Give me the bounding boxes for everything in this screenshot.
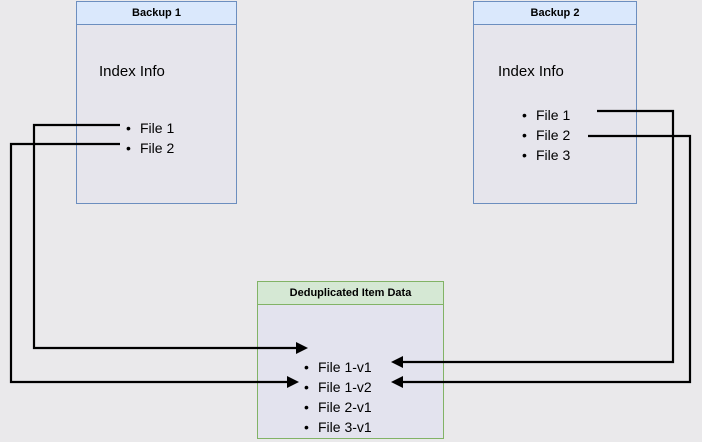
list-item[interactable]: File 1 [520,105,570,125]
list-item[interactable]: File 1 [124,118,174,138]
node-backup-1-file-list: File 1 File 2 [124,118,174,158]
node-backup-1-header: Backup 1 [77,2,236,25]
node-deduplicated-item-data-body: File 1-v1 File 1-v2 File 2-v1 File 3-v1 [258,305,443,438]
list-item[interactable]: File 2 [124,138,174,158]
node-backup-2-body: Index Info File 1 File 2 File 3 [474,25,636,203]
list-item[interactable]: File 2-v1 [302,397,372,417]
node-deduplicated-item-data[interactable]: Deduplicated Item Data File 1-v1 File 1-… [257,281,444,439]
node-backup-2-header: Backup 2 [474,2,636,25]
list-item[interactable]: File 1-v1 [302,357,372,377]
list-item[interactable]: File 2 [520,125,570,145]
list-item[interactable]: File 3-v1 [302,417,372,437]
node-backup-1[interactable]: Backup 1 Index Info File 1 File 2 [76,1,237,204]
list-item[interactable]: File 1-v2 [302,377,372,397]
node-backup-2[interactable]: Backup 2 Index Info File 1 File 2 File 3 [473,1,637,204]
node-backup-2-section-title: Index Info [498,63,564,80]
node-backup-2-file-list: File 1 File 2 File 3 [520,105,570,165]
node-deduplicated-item-data-file-list: File 1-v1 File 1-v2 File 2-v1 File 3-v1 [302,357,372,437]
node-deduplicated-item-data-header: Deduplicated Item Data [258,282,443,305]
node-backup-1-body: Index Info File 1 File 2 [77,25,236,203]
list-item[interactable]: File 3 [520,145,570,165]
node-backup-1-section-title: Index Info [99,63,165,80]
